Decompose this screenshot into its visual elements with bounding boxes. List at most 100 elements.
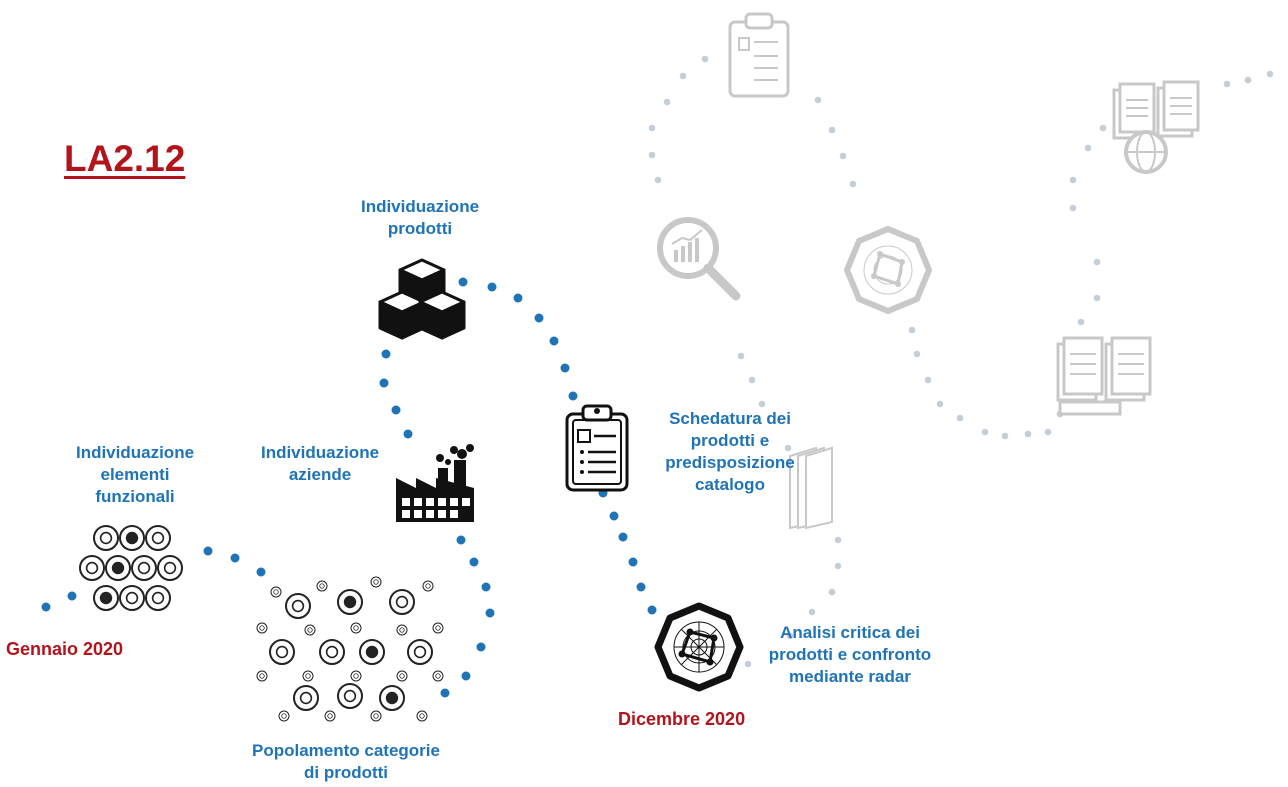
- ghost-timeline-dot: [648, 151, 656, 159]
- category-mini-icon: [350, 622, 362, 634]
- ghost-timeline-dot: [654, 176, 662, 184]
- ghost-timeline-dot: [1244, 76, 1252, 84]
- ghost-timeline-dot: [786, 632, 794, 640]
- factory-icon: [396, 444, 474, 522]
- timeline-dot: [534, 313, 544, 323]
- category-mini-icon: [278, 710, 290, 722]
- category-badge-icon: [407, 639, 433, 665]
- label-line: Individuazione: [360, 197, 480, 216]
- ghost-timeline-dot: [701, 55, 709, 63]
- category-mini-icon: [422, 580, 434, 592]
- ghost-timeline-dot: [1093, 258, 1101, 266]
- ghost-timeline-dot: [1099, 124, 1107, 132]
- label-line: predisposizione: [665, 453, 795, 472]
- ghost-timeline-dot: [849, 180, 857, 188]
- ghost-timeline-dot: [828, 588, 836, 596]
- category-mini-icon: [416, 710, 428, 722]
- ghost-timeline-dot: [1024, 430, 1032, 438]
- category-mini-icon: [304, 624, 316, 636]
- category-mini-icon: [316, 580, 328, 592]
- label-line: mediante radar: [789, 667, 911, 686]
- category-mini-icon: [396, 670, 408, 682]
- label-individuazione-prodotti: Individuazione prodotti: [330, 196, 510, 240]
- timeline-dot: [391, 405, 401, 415]
- timeline-dot: [481, 582, 491, 592]
- ghost-timeline-dot: [1084, 144, 1092, 152]
- start-date-label: Gennaio 2020: [6, 639, 124, 659]
- ghost-timeline-dot: [808, 608, 816, 616]
- ghost-documents-stack-icon: [1056, 336, 1152, 416]
- label-line: Popolamento categorie: [252, 741, 440, 760]
- timeline-dot: [440, 688, 450, 698]
- ghost-timeline-dot: [679, 72, 687, 80]
- category-badge-icon: [337, 589, 363, 615]
- ghost-timeline-dot: [908, 326, 916, 334]
- element-badge-icon: [157, 555, 183, 581]
- category-badge-icon: [269, 639, 295, 665]
- ghost-timeline-dot: [981, 428, 989, 436]
- ghost-timeline-dot: [1069, 176, 1077, 184]
- clipboard-icon: [565, 404, 629, 492]
- label-analisi-critica: Analisi critica dei prodotti e confronto…: [750, 622, 950, 688]
- boxes-icon: [378, 258, 466, 340]
- page-title: LA2.12: [64, 138, 186, 179]
- timeline-dot: [636, 582, 646, 592]
- ghost-timeline-dot: [748, 376, 756, 384]
- category-badge-icon: [389, 589, 415, 615]
- category-badge-icon: [359, 639, 385, 665]
- timeline-dot: [628, 557, 638, 567]
- label-line: di prodotti: [303, 763, 389, 782]
- timeline-dot: [549, 336, 559, 346]
- label-line: Individuazione: [75, 443, 195, 462]
- label-line: Schedatura dei: [669, 409, 791, 428]
- category-mini-icon: [350, 670, 362, 682]
- element-badge-icon: [119, 585, 145, 611]
- category-mini-icon: [324, 710, 336, 722]
- ghost-timeline-dot: [1069, 204, 1077, 212]
- category-mini-icon: [370, 576, 382, 588]
- ghost-timeline-dot: [1223, 80, 1231, 88]
- timeline-dot: [256, 567, 266, 577]
- radar-octagon-icon: [654, 602, 744, 692]
- category-badge-icon: [379, 685, 405, 711]
- ghost-clipboard-icon: [728, 12, 790, 98]
- ghost-timeline-dot: [663, 98, 671, 106]
- element-badge-icon: [79, 555, 105, 581]
- timeline-dot: [379, 378, 389, 388]
- ghost-timeline-dot: [936, 400, 944, 408]
- timeline-dot: [469, 557, 479, 567]
- ghost-timeline-dot: [1093, 294, 1101, 302]
- label-line: Individuazione: [260, 443, 380, 462]
- label-individuazione-elementi: Individuazione elementi funzionali: [60, 442, 210, 508]
- element-badge-icon: [93, 525, 119, 551]
- label-line: funzionali: [95, 487, 175, 506]
- timeline-dot: [381, 349, 391, 359]
- label-line: prodotti: [387, 219, 453, 238]
- label-line: Analisi critica dei: [780, 623, 920, 642]
- timeline-dot: [513, 293, 523, 303]
- end-date-label: Dicembre 2020: [618, 709, 746, 729]
- element-badge-icon: [119, 525, 145, 551]
- ghost-catalog-icon: [789, 446, 833, 530]
- ghost-radar-icon: [843, 225, 933, 315]
- ghost-timeline-dot: [1266, 70, 1274, 78]
- ghost-timeline-dot: [913, 350, 921, 358]
- label-line: prodotti e confronto: [768, 645, 932, 664]
- timeline-dot: [456, 535, 466, 545]
- element-badge-icon: [131, 555, 157, 581]
- ghost-timeline-dot: [834, 562, 842, 570]
- category-mini-icon: [370, 710, 382, 722]
- label-individuazione-aziende: Individuazione aziende: [240, 442, 400, 486]
- ghost-timeline-dot: [758, 400, 766, 408]
- timeline-dot: [485, 608, 495, 618]
- category-badge-icon: [293, 685, 319, 711]
- element-badge-icon: [145, 585, 171, 611]
- ghost-timeline-dot: [924, 376, 932, 384]
- category-mini-icon: [256, 622, 268, 634]
- category-mini-icon: [432, 622, 444, 634]
- category-mini-icon: [432, 670, 444, 682]
- category-badge-icon: [319, 639, 345, 665]
- element-badge-icon: [105, 555, 131, 581]
- label-line: elementi: [100, 465, 170, 484]
